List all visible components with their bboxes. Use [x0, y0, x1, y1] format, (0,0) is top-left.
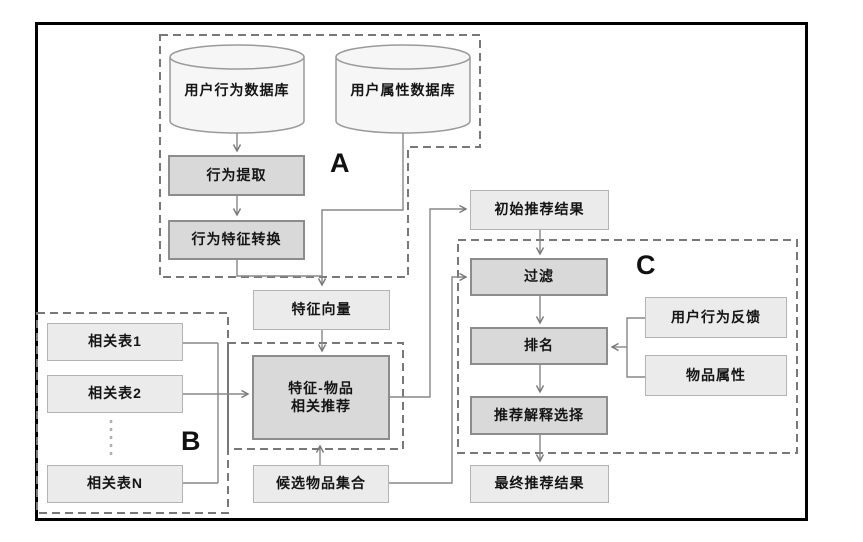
- node-behavior-extraction: 行为提取: [168, 155, 305, 196]
- section-a-dashed-outline: [159, 34, 481, 278]
- feature-item-label-line1: 特征-物品: [288, 380, 354, 396]
- node-user-behavior-feedback: 用户行为反馈: [645, 297, 787, 338]
- connector-candidates-to-filter: [388, 272, 468, 484]
- user-attribute-db-cylinder: [335, 44, 471, 134]
- section-label-b: B: [181, 426, 201, 456]
- connector-featureitem-to-initial: [390, 204, 468, 398]
- node-candidate-item-set: 候选物品集合: [253, 465, 389, 503]
- feature-item-label: 特征-物品 相关推荐: [288, 380, 354, 415]
- node-final-rec-results: 最终推荐结果: [470, 465, 609, 503]
- user-behavior-db-cylinder: [169, 44, 305, 134]
- node-related-table-2: 相关表2: [47, 375, 183, 413]
- node-user-behavior-db: 用户行为数据库: [184, 82, 290, 99]
- node-rec-explanation-selection: 推荐解释选择: [470, 396, 608, 435]
- section-label-c: C: [636, 250, 656, 280]
- node-feature-vector: 特征向量: [253, 290, 390, 330]
- node-item-attributes: 物品属性: [645, 355, 787, 396]
- section-b-dashed-outline: [36, 312, 229, 514]
- connector-conversion-to-junction: [236, 260, 322, 277]
- node-user-attribute-db: 用户属性数据库: [350, 82, 456, 99]
- node-filter: 过滤: [470, 258, 608, 296]
- connector-feedback-bracket: [626, 317, 645, 378]
- feature-item-dashed-outline: [227, 342, 404, 450]
- node-ranking: 排名: [470, 327, 608, 365]
- node-related-table-n: 相关表N: [47, 465, 183, 503]
- feature-item-label-line2: 相关推荐: [290, 397, 351, 414]
- section-c-dashed-outline: [457, 239, 798, 454]
- connector-attributedb-to-featurevector: [317, 133, 404, 287]
- node-feature-item-recommendation: 特征-物品 相关推荐: [252, 355, 390, 440]
- node-behavior-feature-conversion: 行为特征转换: [168, 220, 305, 260]
- node-initial-rec-results: 初始推荐结果: [470, 190, 609, 230]
- section-label-a: A: [330, 148, 350, 178]
- node-related-table-1: 相关表1: [47, 323, 183, 361]
